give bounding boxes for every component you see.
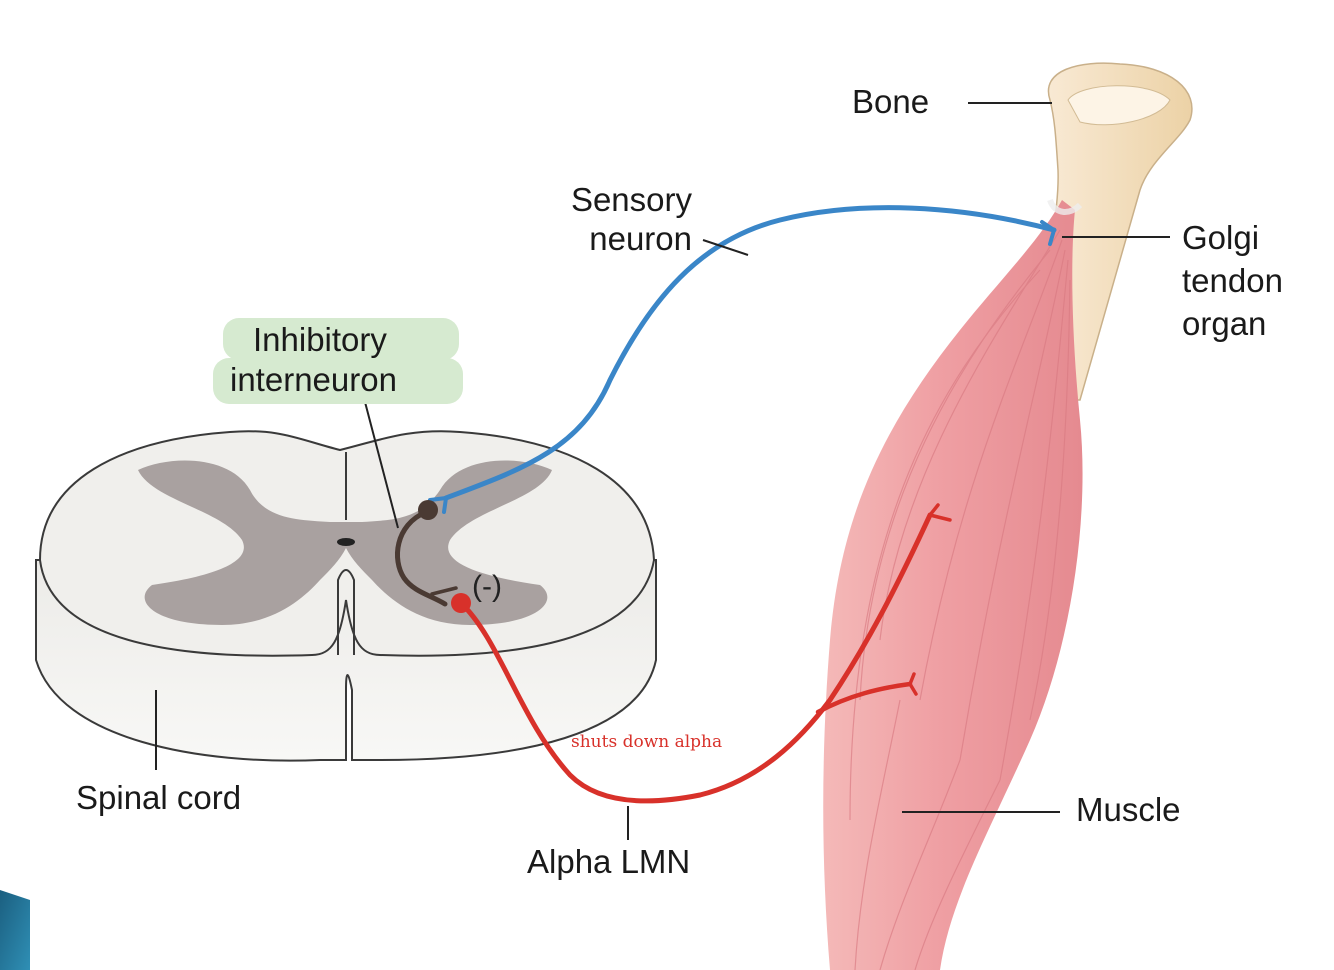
neuromuscular-junction-lower [908, 672, 918, 696]
sensory-neuron-terminal [428, 496, 448, 514]
label-sensory-line-2: neuron [589, 220, 692, 257]
label-inhibition-sign: (-) [472, 570, 502, 603]
highlight-interneuron-line-2 [213, 358, 463, 404]
label-bone: Bone [852, 83, 930, 120]
annotation-shuts-down-alpha: shuts down alpha [571, 732, 723, 752]
label-golgi-line-1: Golgi [1182, 219, 1260, 256]
label-interneuron-line-1: Inhibitory [253, 321, 387, 358]
spinal-cord [35, 430, 657, 762]
inhibitory-interneuron-fiber [395, 509, 448, 607]
label-golgi-line-2: tendon [1182, 262, 1283, 299]
leader-sensory-neuron [702, 239, 749, 256]
label-spinal-cord: Spinal cord [76, 779, 242, 816]
label-interneuron-line-2: interneuron [230, 361, 397, 398]
leader-interneuron [364, 401, 399, 529]
label-golgi-line-3: organ [1182, 305, 1267, 342]
sensory-neuron-fiber [443, 205, 1057, 501]
alpha-lmn-branch [815, 681, 913, 715]
neuromuscular-junction-upper [928, 503, 952, 522]
label-muscle: Muscle [1076, 791, 1181, 828]
anterior-median-fissure [337, 569, 355, 655]
alpha-lmn-fiber [458, 512, 933, 804]
interneuron-axon-branch [430, 586, 458, 596]
label-alpha-lmn: Alpha LMN [527, 843, 691, 880]
inhibitory-interneuron-cell-body [418, 500, 438, 520]
corner-accent [0, 890, 30, 970]
alpha-lmn-cell-body [451, 593, 471, 613]
label-sensory-line-1: Sensory [570, 181, 692, 218]
golgi-tendon-organ-ending [1040, 220, 1056, 246]
central-canal [337, 538, 355, 546]
highlight-interneuron-line-1 [223, 318, 459, 360]
muscle [823, 198, 1083, 970]
